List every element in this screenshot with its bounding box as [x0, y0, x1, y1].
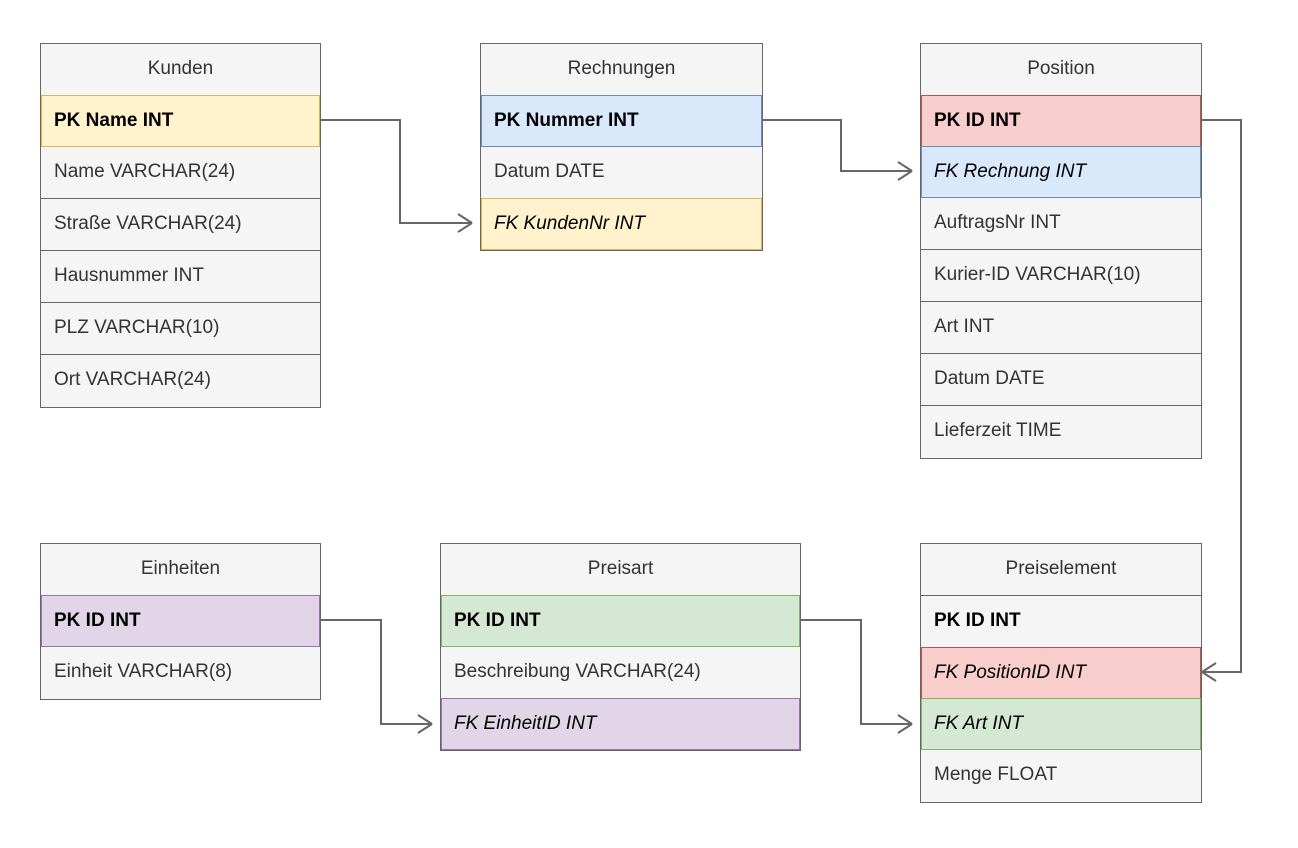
attribute-row[interactable]: Art INT — [921, 302, 1201, 354]
entity-preisart[interactable]: Preisart PK ID INT Beschreibung VARCHAR(… — [440, 543, 801, 751]
attribute-row[interactable]: Datum DATE — [481, 147, 762, 199]
entity-einheiten[interactable]: Einheiten PK ID INT Einheit VARCHAR(8) — [40, 543, 321, 700]
attribute-row-fk[interactable]: FK Art INT — [921, 698, 1201, 750]
attribute-row-pk[interactable]: PK ID INT — [921, 596, 1201, 648]
attribute-row[interactable]: PLZ VARCHAR(10) — [41, 303, 320, 355]
attribute-row[interactable]: Straße VARCHAR(24) — [41, 199, 320, 251]
attribute-row-pk[interactable]: PK Nummer INT — [481, 95, 762, 147]
entity-position[interactable]: Position PK ID INT FK Rechnung INT Auftr… — [920, 43, 1202, 459]
attribute-row[interactable]: Ort VARCHAR(24) — [41, 355, 320, 407]
attribute-row[interactable]: Lieferzeit TIME — [921, 406, 1201, 458]
attribute-row-fk[interactable]: FK Rechnung INT — [921, 146, 1201, 198]
attribute-row[interactable]: Beschreibung VARCHAR(24) — [441, 647, 800, 699]
attribute-row[interactable]: AuftragsNr INT — [921, 198, 1201, 250]
entity-title: Einheiten — [41, 544, 320, 596]
attribute-row[interactable]: Einheit VARCHAR(8) — [41, 647, 320, 699]
rel-position-preiselement — [1201, 119, 1242, 682]
entity-kunden[interactable]: Kunden PK Name INT Name VARCHAR(24) Stra… — [40, 43, 321, 408]
attribute-row-pk[interactable]: PK ID INT — [41, 595, 320, 647]
attribute-row-pk[interactable]: PK ID INT — [921, 95, 1201, 147]
rel-kunden-rechnungen — [321, 119, 473, 233]
entity-title: Preiselement — [921, 544, 1201, 596]
rel-einheiten-preisart — [321, 619, 433, 734]
attribute-row[interactable]: Name VARCHAR(24) — [41, 147, 320, 199]
entity-title: Kunden — [41, 44, 320, 96]
attribute-row-pk[interactable]: PK Name INT — [41, 95, 320, 147]
attribute-row[interactable]: Kurier-ID VARCHAR(10) — [921, 250, 1201, 302]
rel-rechnungen-position — [763, 119, 913, 181]
entity-title: Preisart — [441, 544, 800, 596]
attribute-row-fk[interactable]: FK KundenNr INT — [481, 198, 762, 250]
attribute-row[interactable]: Hausnummer INT — [41, 251, 320, 303]
attribute-row[interactable]: Datum DATE — [921, 354, 1201, 406]
entity-rechnungen[interactable]: Rechnungen PK Nummer INT Datum DATE FK K… — [480, 43, 763, 251]
attribute-row[interactable]: Menge FLOAT — [921, 750, 1201, 802]
entity-preiselement[interactable]: Preiselement PK ID INT FK PositionID INT… — [920, 543, 1202, 803]
rel-preisart-preiselement — [801, 619, 913, 734]
entity-title: Position — [921, 44, 1201, 96]
attribute-row-pk[interactable]: PK ID INT — [441, 595, 800, 647]
entity-title: Rechnungen — [481, 44, 762, 96]
attribute-row-fk[interactable]: FK EinheitID INT — [441, 698, 800, 750]
attribute-row-fk[interactable]: FK PositionID INT — [921, 647, 1201, 699]
